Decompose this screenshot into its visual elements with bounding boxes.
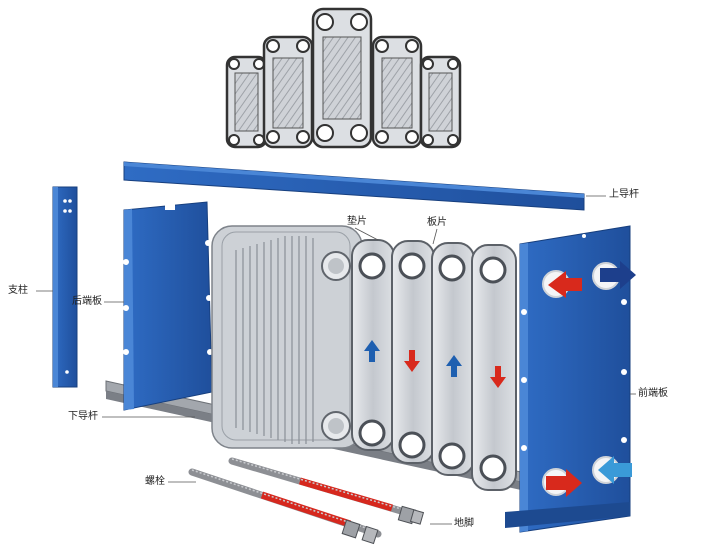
bottom-guide-bar-label: 下导杆 xyxy=(68,411,98,423)
sample-plate xyxy=(313,9,371,147)
sample-plate xyxy=(421,57,460,147)
gasket-label: 垫片 xyxy=(347,216,367,228)
rear-end-plate-label: 后端板 xyxy=(72,296,102,308)
column xyxy=(53,187,77,387)
sample-plate xyxy=(227,57,266,147)
foot-label: 地脚 xyxy=(454,518,474,530)
plate-samples xyxy=(227,9,460,147)
front-end-plate-label: 前端板 xyxy=(638,388,668,400)
sample-plate xyxy=(264,37,312,147)
column-label: 支柱 xyxy=(8,285,28,297)
top-guide-bar xyxy=(124,162,584,210)
rear-end-plate xyxy=(123,202,213,410)
plate-pack xyxy=(212,226,362,448)
plate xyxy=(472,245,516,490)
plate-label: 板片 xyxy=(427,217,447,229)
bolt xyxy=(192,470,378,544)
bolt-label: 螺栓 xyxy=(145,476,165,488)
sample-plate xyxy=(373,37,421,147)
top-guide-bar-label: 上导杆 xyxy=(609,189,639,201)
